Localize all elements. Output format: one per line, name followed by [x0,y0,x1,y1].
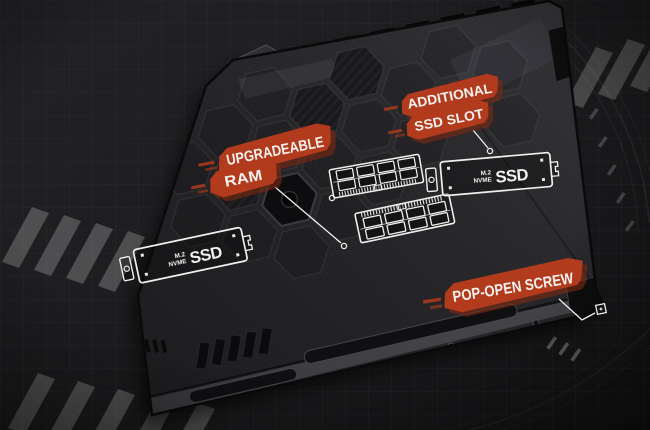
brush-stroke [401,73,498,118]
leader-lines [274,129,608,321]
brush-stroke [218,123,331,175]
brush-stroke [210,157,277,198]
leader-line-ram [274,186,342,244]
ram-upper-anchor-dot [328,194,336,202]
leader-line-ssd [472,129,489,149]
brush-stroke [406,99,489,140]
ram-lower-anchor-dot [340,242,348,250]
callout-ram-line2: RAM [223,167,264,191]
brush-stroke [444,258,583,313]
ssd-anchor-dot [486,147,494,155]
callout-upgradeable-ram: UPGRADEABLE RAM [190,123,336,202]
callout-additional-ssd-slot: ADDITIONAL SSD SLOT [383,73,503,144]
pop-open-screw-head [599,307,603,311]
leader-line-screw [558,298,596,321]
screw-target-marker [594,302,608,316]
